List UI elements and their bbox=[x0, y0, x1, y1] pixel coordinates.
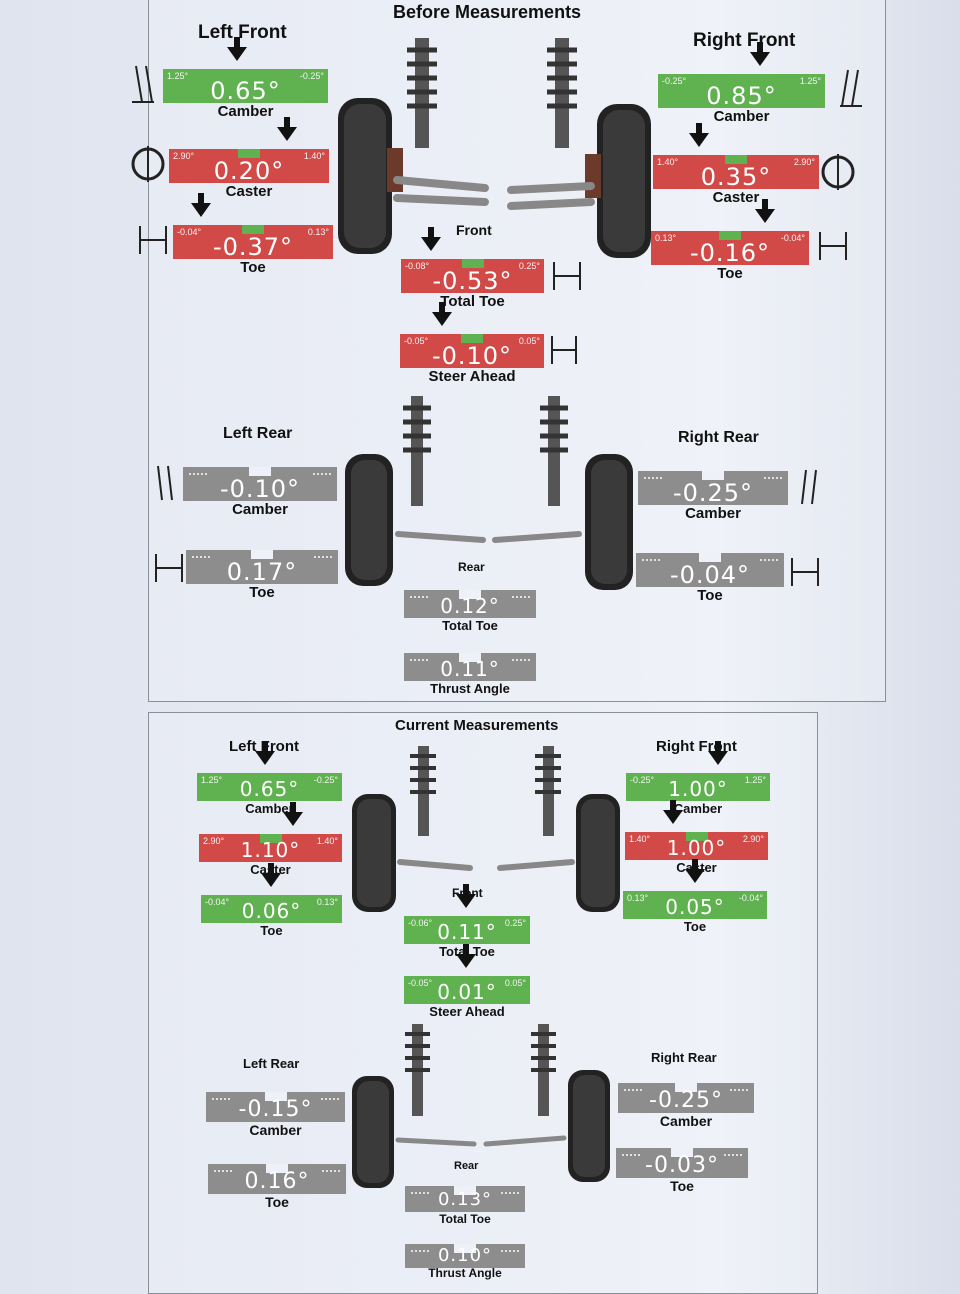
camber-icon bbox=[132, 65, 154, 103]
indicator-arrow-icon bbox=[456, 884, 476, 908]
front-suspension-illustration bbox=[338, 38, 651, 258]
current-rear-label: Rear bbox=[454, 1160, 479, 1172]
before-rr-camber-gauge: -0.25°Camber bbox=[638, 471, 788, 522]
indicator-arrow-icon bbox=[708, 741, 728, 765]
indicator-arrow-icon bbox=[689, 123, 709, 147]
indicator-arrow-icon bbox=[750, 42, 770, 66]
before-front-label: Front bbox=[456, 222, 492, 238]
before-lf-camber-gauge: 1.25°-0.25° 0.65°Camber bbox=[163, 37, 328, 120]
current-rf-caster-gauge: 1.40°2.90° 1.00°Caster bbox=[625, 800, 768, 875]
camber-icon bbox=[157, 465, 173, 501]
before-left-rear-heading: Left Rear bbox=[223, 425, 293, 442]
before-rear-total-toe-gauge: 0.12°Total Toe bbox=[404, 590, 536, 633]
toe-icon bbox=[139, 226, 167, 254]
rear-suspension-illustration bbox=[345, 396, 633, 590]
current-rr-toe-gauge: -0.03°Toe bbox=[616, 1148, 748, 1194]
before-front-total-toe-gauge: -0.08°0.25° -0.53°Total Toe bbox=[401, 227, 544, 310]
before-rf-camber-gauge: -0.25°1.25° 0.85°Camber bbox=[658, 42, 825, 125]
current-rear-suspension-illustration bbox=[352, 1024, 610, 1188]
indicator-arrow-icon bbox=[277, 117, 297, 141]
before-steer-ahead-gauge: -0.05°0.05° -0.10°Steer Ahead bbox=[400, 302, 544, 385]
camber-icon bbox=[801, 469, 817, 505]
indicator-arrow-icon bbox=[227, 37, 247, 61]
current-lf-caster-gauge: 2.90°1.40° 1.10°Caster bbox=[199, 802, 342, 877]
indicator-arrow-icon bbox=[283, 802, 303, 826]
indicator-arrow-icon bbox=[421, 227, 441, 251]
before-lf-caster-gauge: 2.90°1.40° 0.20°Caster bbox=[169, 117, 329, 200]
current-front-total-toe-gauge: -0.06°0.25° 0.11°Total Toe bbox=[404, 884, 530, 959]
current-rr-camber-gauge: -0.25°Camber bbox=[618, 1083, 754, 1129]
before-left-front-heading: Left Front bbox=[198, 22, 287, 43]
indicator-arrow-icon bbox=[261, 863, 281, 887]
camber-icon bbox=[840, 69, 862, 107]
indicator-arrow-icon bbox=[663, 800, 683, 824]
before-lr-toe-gauge: 0.17°Toe bbox=[186, 550, 338, 601]
steer-ahead-icon bbox=[551, 336, 577, 364]
toe-icon bbox=[791, 558, 819, 586]
before-rear-label: Rear bbox=[458, 560, 485, 574]
current-lf-camber-gauge: 1.25°-0.25° 0.65°Camber bbox=[197, 741, 342, 816]
current-rf-camber-gauge: -0.25°1.25° 1.00°Camber bbox=[626, 741, 770, 816]
current-rear-total-toe-gauge: 0.13°Total Toe bbox=[405, 1186, 525, 1226]
before-lf-toe-gauge: -0.04°0.13° -0.37°Toe bbox=[173, 193, 333, 276]
current-rf-toe-gauge: 0.13°-0.04° 0.05°Toe bbox=[623, 859, 767, 934]
indicator-arrow-icon bbox=[255, 741, 275, 765]
before-thrust-angle-gauge: 0.11°Thrust Angle bbox=[404, 653, 536, 696]
indicator-arrow-icon bbox=[432, 302, 452, 326]
indicator-arrow-icon bbox=[191, 193, 211, 217]
before-right-rear-heading: Right Rear bbox=[678, 429, 759, 446]
indicator-arrow-icon bbox=[685, 859, 705, 883]
current-left-rear-heading: Left Rear bbox=[243, 1056, 300, 1071]
current-right-rear-heading: Right Rear bbox=[651, 1050, 717, 1065]
indicator-arrow-icon bbox=[456, 944, 476, 968]
toe-icon bbox=[819, 232, 847, 260]
current-front-suspension-illustration bbox=[352, 746, 620, 912]
current-title: Current Measurements bbox=[395, 717, 559, 734]
indicator-arrow-icon bbox=[755, 199, 775, 223]
current-lr-camber-gauge: -0.15°Camber bbox=[206, 1092, 345, 1138]
toe-icon bbox=[155, 554, 183, 582]
current-thrust-angle-gauge: 0.10°Thrust Angle bbox=[405, 1244, 525, 1280]
before-lr-camber-gauge: -0.10°Camber bbox=[183, 467, 337, 518]
before-right-front-heading: Right Front bbox=[693, 30, 796, 51]
current-lf-toe-gauge: -0.04°0.13° 0.06°Toe bbox=[201, 863, 342, 938]
before-rr-toe-gauge: -0.04°Toe bbox=[636, 553, 784, 604]
before-title: Before Measurements bbox=[393, 2, 582, 22]
total-toe-icon bbox=[553, 262, 581, 290]
current-lr-toe-gauge: 0.16°Toe bbox=[208, 1164, 346, 1210]
before-rf-toe-gauge: 0.13°-0.04° -0.16°Toe bbox=[651, 199, 809, 282]
before-rf-caster-gauge: 1.40°2.90° 0.35°Caster bbox=[653, 123, 819, 206]
caster-icon bbox=[131, 146, 165, 182]
caster-icon bbox=[821, 154, 855, 190]
current-steer-ahead-gauge: -0.05°0.05° 0.01°Steer Ahead bbox=[404, 944, 530, 1019]
